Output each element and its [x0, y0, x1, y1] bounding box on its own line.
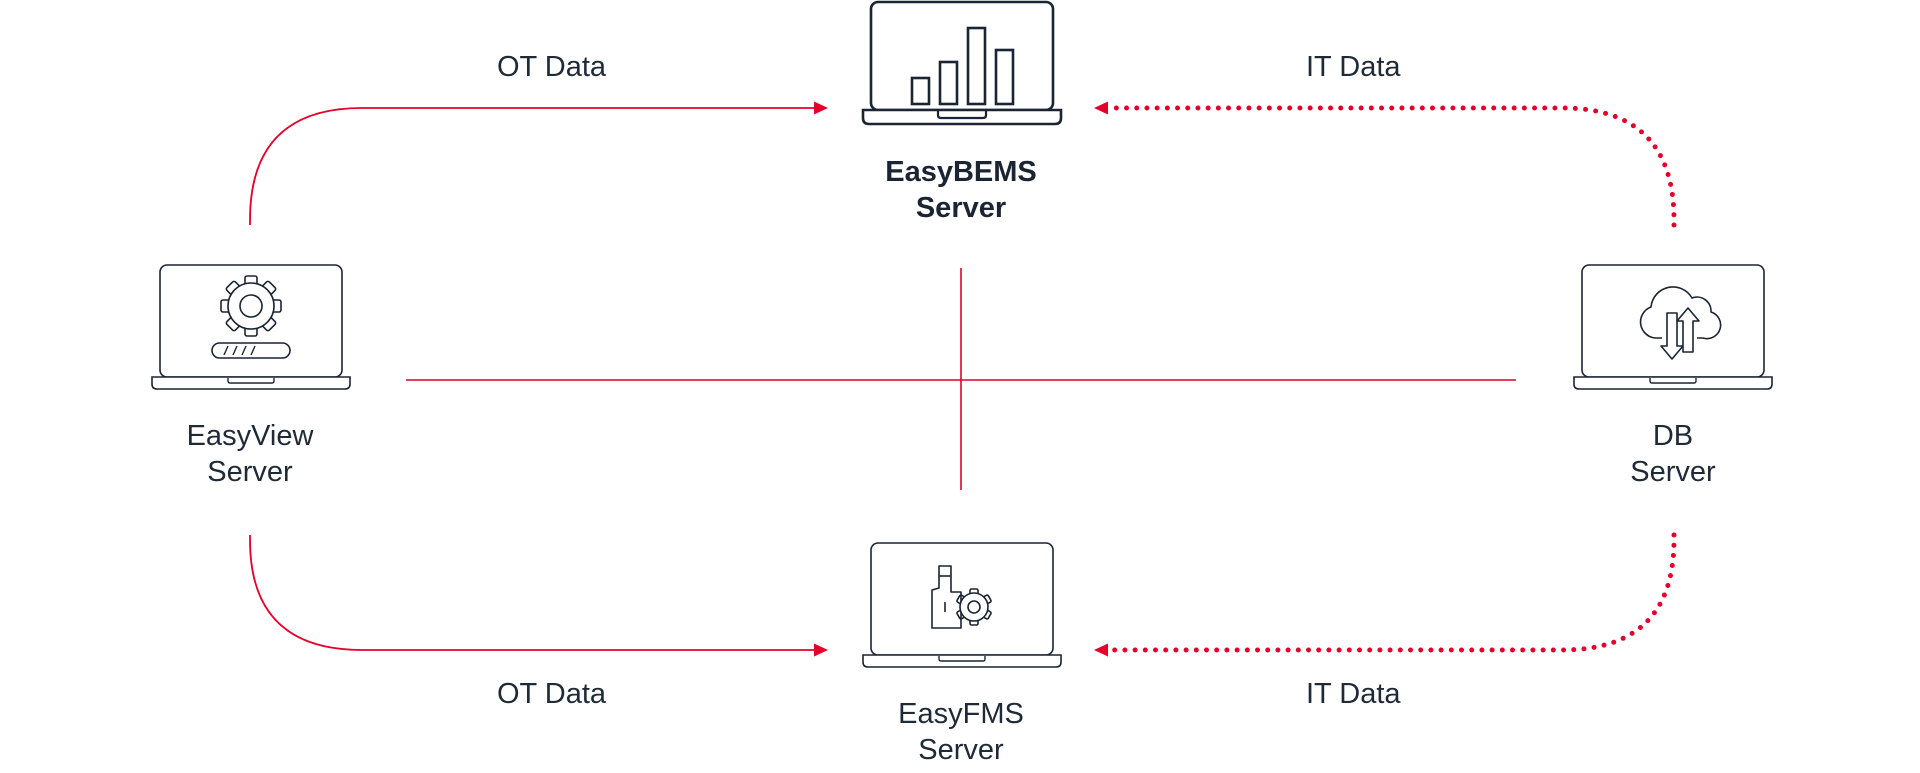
easybems-label-line2: Server: [915, 192, 1007, 224]
db-label-line2: Server: [1630, 456, 1716, 488]
ot-data-arrow-top: [249, 101, 828, 225]
easyview-label: EasyView Server: [150, 418, 350, 490]
easyfms-label-line1: EasyFMS: [898, 698, 1024, 730]
easyfms-label-line2: Server: [918, 734, 1004, 766]
ot-data-arrow-bottom: [249, 535, 828, 657]
easyview-label-line1: EasyView: [186, 420, 314, 452]
it-data-arrow-bottom: [1094, 532, 1677, 657]
it-data-label-bottom: IT Data: [1306, 678, 1401, 710]
ot-data-label-bottom: OT Data: [497, 678, 607, 710]
easyfms-label: EasyFMS Server: [861, 696, 1061, 768]
db-label-line1: DB: [1652, 420, 1694, 452]
factory-gear-icon: [931, 565, 992, 629]
easybems-label-line1: EasyBEMS: [885, 156, 1037, 188]
easyview-label-line2: Server: [207, 456, 293, 488]
it-data-label-top: IT Data: [1306, 51, 1401, 83]
easybems-laptop: [861, 0, 1063, 126]
db-laptop: [1573, 264, 1773, 390]
db-label: DB Server: [1573, 418, 1773, 490]
easyfms-laptop: [862, 542, 1062, 668]
ot-data-label-top: OT Data: [497, 51, 607, 83]
bar-chart-icon: [910, 26, 1015, 106]
gear-progress-icon: [211, 275, 291, 359]
easyview-laptop: [151, 264, 351, 390]
it-data-arrow-top: [1094, 101, 1677, 228]
easybems-label: EasyBEMS Server: [861, 154, 1061, 226]
cloud-sync-icon: [1639, 286, 1722, 360]
